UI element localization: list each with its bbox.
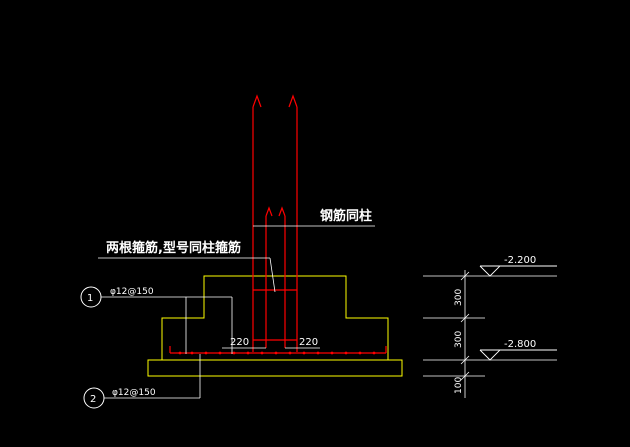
label-rebar-1: φ12@150 — [110, 287, 154, 297]
label-width-right: 220 — [299, 337, 318, 348]
column-rebar — [169, 94, 387, 354]
inner-break-left — [265, 206, 273, 217]
inner-break-right — [278, 206, 286, 217]
break-mark-left — [252, 94, 262, 108]
elev-triangle-bottom — [479, 349, 502, 361]
elevation-top: -2.200 — [504, 255, 536, 266]
label-two-stirrups: 两根箍筋,型号同柱箍筋 — [106, 240, 241, 256]
dim-cushion: 100 — [454, 377, 464, 394]
dim-tick-2 — [460, 313, 470, 323]
elevation-bottom: -2.800 — [504, 339, 536, 350]
elev-triangle-top — [479, 265, 502, 277]
marker-2-label: 2 — [90, 394, 96, 405]
label-rebar-2: φ12@150 — [112, 388, 156, 398]
elevation-markers — [479, 265, 557, 361]
annotation-leaders — [98, 225, 557, 399]
label-rebar-same-as-column: 钢筋同柱 — [320, 208, 372, 224]
label-width-left: 220 — [230, 337, 249, 348]
dim-lower-step: 300 — [454, 331, 464, 348]
dim-tick-4 — [460, 371, 470, 381]
rebar-dots — [178, 351, 376, 355]
foundation-outline — [147, 275, 403, 377]
marker-circle-2 — [83, 387, 105, 409]
stepped-footing-outline — [161, 275, 389, 346]
marker-1-label: 1 — [87, 293, 93, 304]
reference-markers — [80, 286, 105, 409]
cushion-layer — [147, 359, 403, 377]
dim-tick-1 — [460, 271, 470, 281]
marker-circle-1 — [80, 286, 102, 308]
dim-upper-step: 300 — [454, 289, 464, 306]
leader-stirrups-tail — [269, 257, 276, 293]
dim-tick-3 — [460, 355, 470, 365]
break-mark-right — [288, 94, 298, 108]
